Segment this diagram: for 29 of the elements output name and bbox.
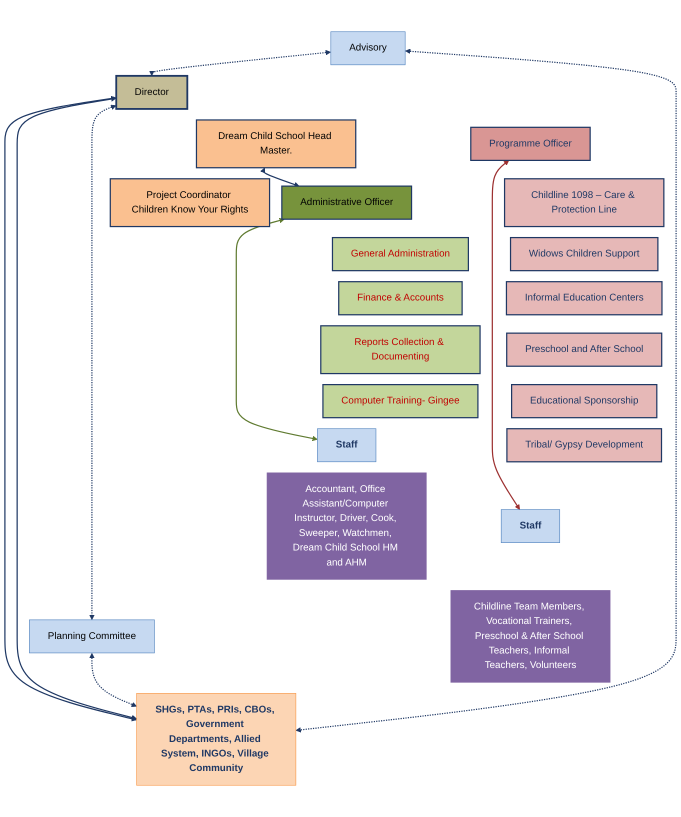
node-box: Educational Sponsorship bbox=[511, 384, 658, 418]
node-box: Project Coordinator Children Know Your Rights bbox=[110, 178, 270, 228]
arrow bbox=[296, 48, 677, 733]
arrow bbox=[89, 104, 116, 620]
node-box: Dream Child School Head Master. bbox=[196, 119, 356, 168]
arrow bbox=[149, 50, 331, 76]
node-box: Tribal/ Gypsy Development bbox=[506, 428, 662, 462]
node-box: Childline Team Members, Vocational Trainers, Preschool & After School Teachers, Informal Teachers, Volunteers bbox=[450, 590, 610, 683]
node-box: Staff bbox=[317, 428, 376, 462]
node-box: Computer Training- Gingee bbox=[322, 384, 479, 418]
node-box: Planning Committee bbox=[29, 620, 155, 654]
node-box: Informal Education Centers bbox=[506, 281, 663, 316]
node-box: Staff bbox=[500, 509, 560, 543]
node-box: Reports Collection & Documenting bbox=[320, 325, 481, 374]
arrow bbox=[89, 652, 137, 707]
node-box: Finance & Accounts bbox=[338, 281, 463, 316]
node-box: Director bbox=[115, 74, 188, 110]
node-box: Accountant, Office Assistant/Computer Instructor, Driver, Cook, Sweeper, Watchmen, Dream Child School HM and AHM bbox=[266, 472, 427, 580]
node-box: Childline 1098 – Care & Protection Line bbox=[504, 178, 664, 228]
node-box: Widows Children Support bbox=[510, 236, 658, 272]
arrow bbox=[260, 168, 300, 188]
arrow bbox=[492, 160, 520, 510]
node-box: Preschool and After School bbox=[506, 332, 662, 367]
node-box: SHGs, PTAs, PRIs, CBOs, Government Departments, Allied System, INGOs, Village Community bbox=[136, 693, 296, 786]
node-box: Advisory bbox=[330, 31, 406, 66]
node-box: Administrative Officer bbox=[281, 186, 412, 220]
node-box: Programme Officer bbox=[470, 126, 591, 161]
arrow bbox=[236, 218, 318, 442]
node-box: General Administration bbox=[332, 236, 469, 272]
